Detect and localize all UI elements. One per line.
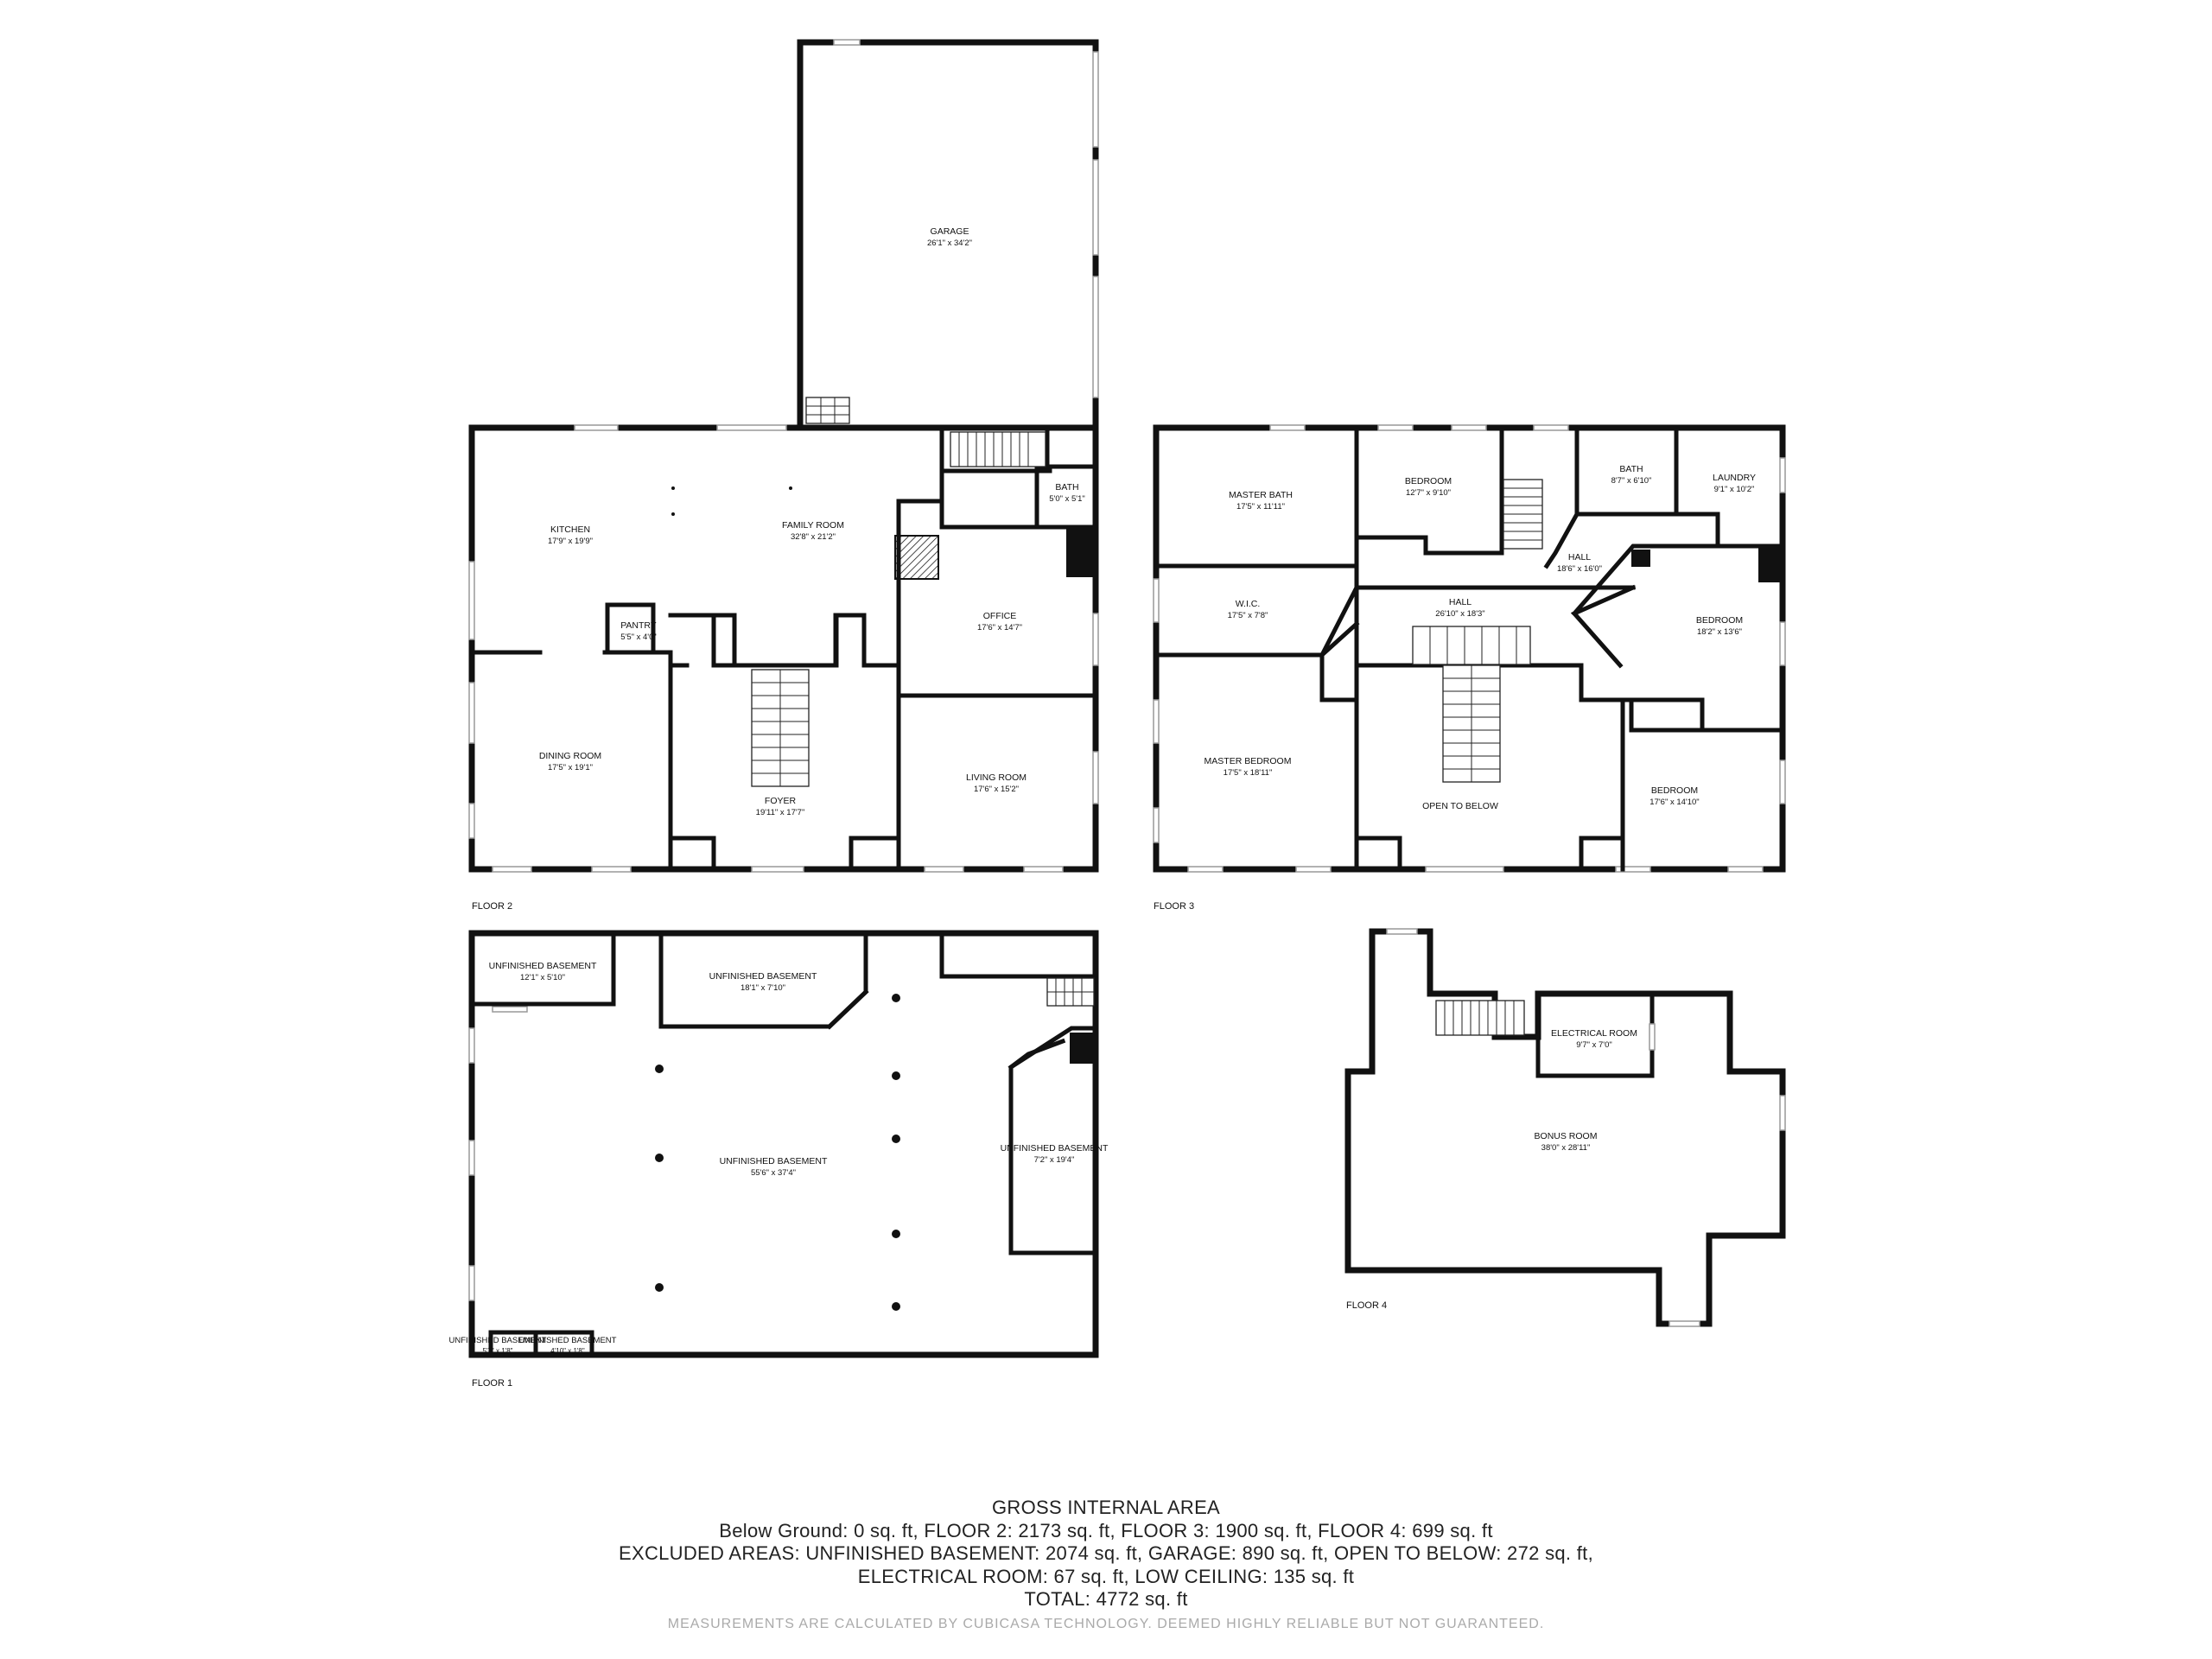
room-dimension: 18'2" x 13'6" <box>1697 627 1742 637</box>
summary-floor-areas: Below Ground: 0 sq. ft, FLOOR 2: 2173 sq… <box>719 1519 1493 1541</box>
room-label: UNFINISHED BASEMENT <box>1001 1143 1109 1154</box>
floor-3-plan: MASTER BATH 17'5" x 11'11" BEDROOM 12'7"… <box>1153 424 1786 912</box>
room-label: MASTER BEDROOM <box>1205 756 1292 766</box>
room-label: PANTRY <box>620 620 657 631</box>
room-label: BONUS ROOM <box>1535 1131 1598 1141</box>
room-label: KITCHEN <box>550 524 590 535</box>
room-dimension: 12'1" x 5'10" <box>520 973 565 982</box>
room-label: FAMILY ROOM <box>782 520 844 531</box>
room-dimension: 19'11" x 17'7" <box>756 808 805 817</box>
room-dimension: 17'5" x 18'11" <box>1224 768 1273 778</box>
area-summary: GROSS INTERNAL AREA Below Ground: 0 sq. … <box>0 1497 2212 1632</box>
summary-excluded-areas-cont: ELECTRICAL ROOM: 67 sq. ft, LOW CEILING:… <box>857 1565 1355 1587</box>
room-label: UNFINISHED BASEMENT <box>449 1336 547 1345</box>
room-label: UNFINISHED BASEMENT <box>709 971 817 982</box>
room-dimension: 5'0" x 5'1" <box>1049 494 1085 504</box>
room-label: HALL <box>1449 597 1471 607</box>
room-label: MASTER BATH <box>1229 490 1293 500</box>
room-label: OPEN TO BELOW <box>1422 801 1498 811</box>
room-dimension: 18'1" x 7'10" <box>741 983 785 993</box>
room-dimension: 9'1" x 10'2" <box>1714 485 1755 494</box>
room-label: UNFINISHED BASEMENT <box>720 1156 828 1166</box>
floor-label: FLOOR 1 <box>472 1378 512 1389</box>
garage-steps <box>805 397 850 424</box>
room-label: HALL <box>1568 552 1591 563</box>
summary-disclaimer: MEASUREMENTS ARE CALCULATED BY CUBICASA … <box>667 1616 1545 1631</box>
room-label: GARAGE <box>931 226 969 237</box>
room-label: W.I.C. <box>1236 599 1261 609</box>
room-dimension: 12'7" x 9'10" <box>1406 488 1451 498</box>
floor-3-stairs <box>1412 479 1543 783</box>
room-label: BEDROOM <box>1696 615 1743 626</box>
room-label: LAUNDRY <box>1713 473 1756 483</box>
room-dimension: 17'9" x 19'9" <box>548 537 593 546</box>
room-label: BEDROOM <box>1651 785 1698 796</box>
room-label: FOYER <box>765 796 797 806</box>
floor-label: FLOOR 3 <box>1154 901 1194 912</box>
room-dimension: 17'5" x 19'1" <box>548 763 593 772</box>
summary-total: TOTAL: 4772 sq. ft <box>1024 1588 1188 1610</box>
floor-2-plan: GARAGE 26'1" x 34'2" KITCHEN 17'9" x 19'… <box>468 39 1099 912</box>
room-label: BATH <box>1055 482 1078 493</box>
summary-excluded-areas: EXCLUDED AREAS: UNFINISHED BASEMENT: 207… <box>619 1542 1593 1564</box>
room-dimension: 8'7" x 6'10" <box>1611 476 1652 486</box>
summary-title: GROSS INTERNAL AREA <box>991 1497 1221 1518</box>
room-label: UNFINISHED BASEMENT <box>489 961 597 971</box>
room-dimension: 55'6" x 37'4" <box>751 1168 796 1178</box>
room-dimension: 18'6" x 16'0" <box>1557 564 1602 574</box>
room-dimension: 26'10" x 18'3" <box>1435 609 1484 619</box>
support-columns <box>655 994 900 1311</box>
room-dimension: 9'7" x 7'0" <box>1576 1040 1612 1050</box>
room-dimension: 26'1" x 34'2" <box>927 238 972 248</box>
room-dimension: 17'6" x 15'2" <box>974 785 1019 794</box>
room-label: OFFICE <box>983 611 1017 621</box>
room-dimension: 5'5" x 4'0" <box>620 632 657 642</box>
floor-label: FLOOR 2 <box>472 901 512 912</box>
room-dimension: 4'10" x 1'8" <box>550 1347 585 1355</box>
room-dimension: 17'6" x 14'7" <box>977 623 1022 632</box>
room-label: BATH <box>1619 464 1643 474</box>
room-dimension: 38'0" x 28'11" <box>1541 1143 1591 1153</box>
room-label: BEDROOM <box>1405 476 1452 486</box>
room-dimension: 17'5" x 11'11" <box>1236 502 1285 512</box>
basement-stairs <box>1046 977 1095 1007</box>
family-room-stairs <box>950 431 1046 467</box>
room-dimension: 7'2" x 19'4" <box>1034 1155 1075 1165</box>
room-dimension: 17'5" x 7'8" <box>1228 611 1268 620</box>
room-dimension: 5'7" x 1'8" <box>483 1347 513 1355</box>
foyer-stairs <box>751 669 810 787</box>
room-label: LIVING ROOM <box>966 772 1027 783</box>
room-label: ELECTRICAL ROOM <box>1551 1028 1637 1039</box>
floor-4-stairs <box>1435 1000 1525 1036</box>
room-dimension: 32'8" x 21'2" <box>791 532 836 542</box>
room-dimension: 17'6" x 14'10" <box>1649 798 1699 807</box>
floor-label: FLOOR 4 <box>1346 1300 1387 1311</box>
floor-1-plan: UNFINISHED BASEMENT 12'1" x 5'10" UNFINI… <box>449 930 1109 1389</box>
floor-4-plan: ELECTRICAL ROOM 9'7" x 7'0" BONUS ROOM 3… <box>1344 928 1786 1327</box>
room-label: DINING ROOM <box>539 751 601 761</box>
room-label: UNFINISHED BASEMENT <box>519 1336 617 1345</box>
